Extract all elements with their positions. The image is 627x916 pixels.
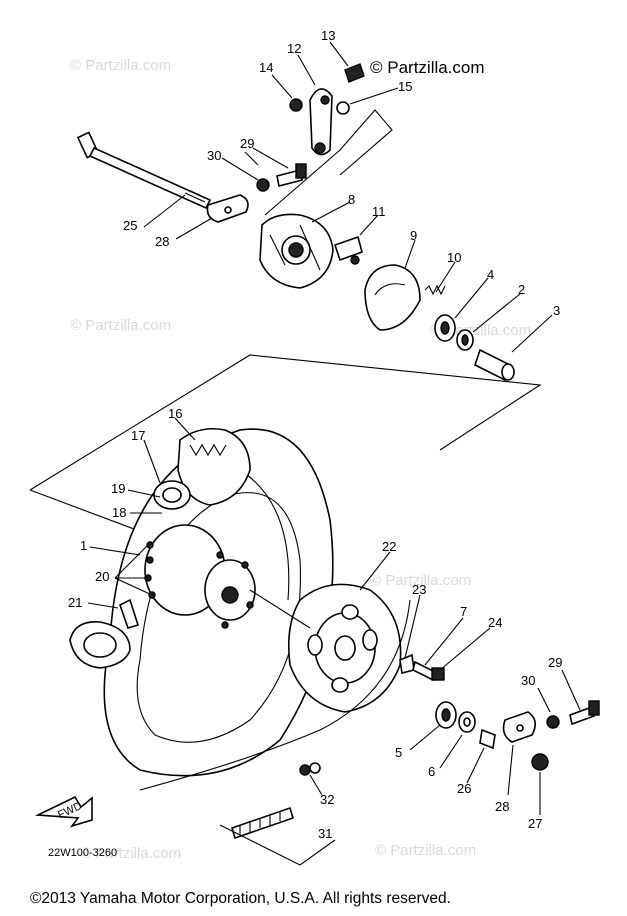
callout-30: 30 <box>521 673 535 688</box>
spring-part <box>424 284 446 296</box>
callout-3: 3 <box>553 303 560 318</box>
callout-13: 13 <box>321 28 335 43</box>
oil-seal-part <box>456 329 474 351</box>
diagram-code: 22W100-3260 <box>48 847 117 859</box>
callout-30: 30 <box>207 148 221 163</box>
callout-31: 31 <box>318 826 332 841</box>
group-outline-left <box>29 489 151 536</box>
axle-part <box>76 131 212 210</box>
group-outline-middle <box>29 354 542 491</box>
camshaft-lever-part <box>289 63 365 156</box>
callout-11: 11 <box>372 204 386 219</box>
callout-10: 10 <box>447 250 461 265</box>
callout-15: 15 <box>398 79 412 94</box>
callout-21: 21 <box>68 595 82 610</box>
partzilla-brand: © Partzilla.com <box>370 58 485 77</box>
sprocket-bolt-part <box>399 653 445 682</box>
spacer-part <box>474 348 515 382</box>
callout-24: 24 <box>488 615 502 630</box>
chain-joint-part <box>231 762 321 840</box>
adjuster-bolt-part <box>546 700 600 729</box>
oil-seal-part <box>458 711 476 733</box>
group-outline-bottom <box>219 824 336 866</box>
watermark: © Partzilla.com <box>370 572 471 589</box>
callout-7: 7 <box>460 604 467 619</box>
chain-adjuster-part <box>502 711 549 771</box>
watermark: © Partzilla.com <box>70 317 171 334</box>
chain-adjuster-part <box>206 194 249 223</box>
callout-12: 12 <box>287 41 301 56</box>
brake-shoe-plate-part <box>259 213 334 289</box>
callout-4: 4 <box>487 267 494 282</box>
callout-5: 5 <box>395 745 402 760</box>
wheel-hub-part <box>144 524 256 629</box>
callout-labels: 13 12 14 15 29 30 25 28 8 11 9 10 4 2 3 … <box>68 28 562 841</box>
group-outline-top <box>264 109 393 216</box>
camshaft-part <box>333 235 363 265</box>
rear-sprocket-part <box>287 583 402 713</box>
callout-2: 2 <box>518 282 525 297</box>
callout-1: 1 <box>80 538 87 553</box>
leader-lines <box>87 41 581 815</box>
bearing-part <box>434 314 456 342</box>
callout-29: 29 <box>548 655 562 670</box>
watermark: © Partzilla.com <box>70 57 171 74</box>
chain-path <box>139 599 411 791</box>
callout-25: 25 <box>123 218 137 233</box>
callout-22: 22 <box>382 539 396 554</box>
callout-28: 28 <box>495 799 509 814</box>
collar-part <box>479 728 496 750</box>
callout-17: 17 <box>131 428 145 443</box>
chain-guard-clip-part <box>69 598 140 669</box>
callout-26: 26 <box>457 781 471 796</box>
bearing-part <box>435 701 457 729</box>
callout-9: 9 <box>410 228 417 243</box>
callout-32: 32 <box>320 792 334 807</box>
hub-collar-part <box>153 480 191 510</box>
callout-14: 14 <box>259 60 273 75</box>
callout-16: 16 <box>168 406 182 421</box>
hub-damper-part <box>177 427 251 506</box>
copyright-notice: ©2013 Yamaha Motor Corporation, U.S.A. A… <box>30 890 451 907</box>
callout-27: 27 <box>528 816 542 831</box>
callout-18: 18 <box>112 505 126 520</box>
callout-20: 20 <box>95 569 109 584</box>
adjuster-bolt-part <box>256 163 307 192</box>
fwd-arrow-icon: FWD <box>34 795 93 828</box>
callout-8: 8 <box>348 192 355 207</box>
callout-28: 28 <box>155 234 169 249</box>
callout-19: 19 <box>111 481 125 496</box>
callout-6: 6 <box>428 764 435 779</box>
watermark: © Partzilla.com <box>80 845 181 862</box>
callout-29: 29 <box>240 136 254 151</box>
callout-23: 23 <box>412 582 426 597</box>
brake-shoe-part <box>364 264 421 331</box>
watermark: © Partzilla.com <box>375 842 476 859</box>
